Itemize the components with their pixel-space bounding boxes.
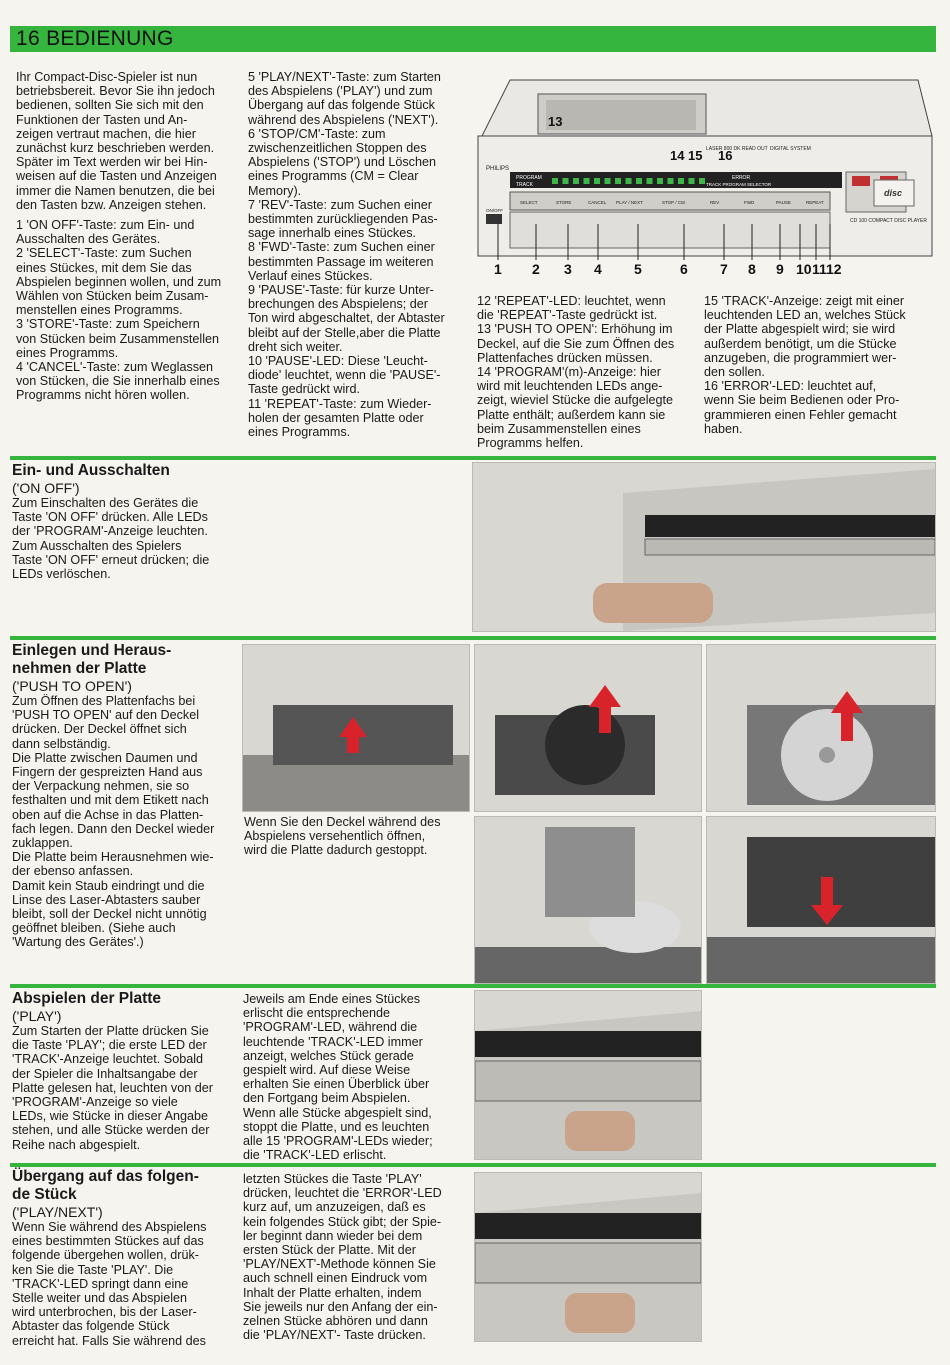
program-led xyxy=(657,178,663,184)
device-button-label: PAUSE xyxy=(776,200,791,205)
section-body: Zum Öffnen des Plattenfachs bei 'PUSH TO… xyxy=(12,694,215,950)
section-body: Zum Einschalten des Gerätes die Taste 'O… xyxy=(12,496,210,582)
photo-on-off xyxy=(472,462,936,632)
photo-push-open xyxy=(242,644,470,812)
track-label: TRACK xyxy=(516,182,534,188)
program-led xyxy=(604,178,611,184)
callout-number: 2 xyxy=(532,261,540,277)
program-led xyxy=(594,178,600,184)
program-led xyxy=(646,178,653,184)
section-subtitle: ('PLAY/NEXT') xyxy=(12,1204,103,1220)
section-body: Zum Starten der Platte drücken Sie die T… xyxy=(12,1024,213,1152)
program-led xyxy=(552,178,558,184)
section-rule xyxy=(10,636,936,640)
photo-insert-disc xyxy=(474,644,702,812)
device-button-label: STOP / CM xyxy=(662,200,685,205)
device-button-label: REV xyxy=(710,200,719,205)
device-button-label: PLAY / NEXT xyxy=(616,200,643,205)
page-number: 16 xyxy=(16,27,40,50)
section-next: Übergang auf das folgen- de Stück ('PLAY… xyxy=(12,1168,240,1348)
callout-number: 14 xyxy=(670,148,685,163)
section-rule xyxy=(10,456,936,460)
section-title: Übergang auf das folgen- de Stück xyxy=(12,1168,199,1203)
header-bar xyxy=(10,26,936,52)
program-led xyxy=(583,178,590,184)
section-on-off: Ein- und Ausschalten ('ON OFF') Zum Eins… xyxy=(12,462,240,581)
section-body: Wenn Sie während des Abspielens eines be… xyxy=(12,1220,207,1348)
section-next-body-2: letzten Stückes die Taste 'PLAY' drücken… xyxy=(243,1172,442,1343)
device-button-label: FWD xyxy=(744,200,755,205)
error-label: ERROR xyxy=(732,175,750,181)
callout-number: 12 xyxy=(826,261,842,277)
section-subtitle: ('PLAY') xyxy=(12,1008,62,1024)
section-title: Ein- und Ausschalten xyxy=(12,462,170,479)
photo-caption: Wenn Sie den Deckel während des Abspiele… xyxy=(244,815,441,858)
intro-paragraph: Ihr Compact-Disc-Spieler ist nun betrieb… xyxy=(16,70,217,212)
photo-lid-open xyxy=(474,816,702,984)
program-led xyxy=(667,178,674,184)
intro-items-15-16: 15 'TRACK'-Anzeige: zeigt mit einer leuc… xyxy=(704,294,906,436)
digital-label: DIGITAL SYSTEM xyxy=(770,146,811,152)
section-subtitle: ('ON OFF') xyxy=(12,480,80,496)
disc-logo: disc xyxy=(884,188,902,198)
callout-number: 8 xyxy=(748,261,756,277)
section-disc: Einlegen und Heraus- nehmen der Platte (… xyxy=(12,642,240,950)
program-led xyxy=(615,178,621,184)
callout-number: 1 xyxy=(494,261,502,277)
section-subtitle: ('PUSH TO OPEN') xyxy=(12,678,132,694)
callout-number: 3 xyxy=(564,261,572,277)
laser-label: LASER 800 DK READ OUT xyxy=(706,146,768,152)
model-label: CD 100 COMPACT DISC PLAYER xyxy=(850,218,927,224)
callout-number: 9 xyxy=(776,261,784,277)
program-led xyxy=(573,178,579,184)
section-play-body-2: Jeweils am Ende eines Stückes erlischt d… xyxy=(243,992,433,1163)
program-led xyxy=(699,178,705,184)
program-led xyxy=(562,178,569,184)
callout-number: 7 xyxy=(720,261,728,277)
page-heading: BEDIENUNG xyxy=(46,27,174,50)
page-title: 16 BEDIENUNG xyxy=(16,27,174,51)
program-led xyxy=(636,178,642,184)
callout-number: 15 xyxy=(688,148,702,163)
device-button-label: SELECT xyxy=(520,200,538,205)
program-led xyxy=(688,178,695,184)
section-title: Einlegen und Heraus- nehmen der Platte xyxy=(12,642,172,677)
photo-play xyxy=(474,990,702,1160)
program-label: PROGRAM xyxy=(516,175,542,181)
device-button-label: REPEAT xyxy=(806,200,824,205)
callout-number: 4 xyxy=(594,261,602,277)
photo-remove-disc xyxy=(706,644,936,812)
program-led xyxy=(678,178,684,184)
callout-number: 11 xyxy=(812,261,827,277)
callout-number: 16 xyxy=(718,148,732,163)
callout-number: 6 xyxy=(680,261,688,277)
device-button-label: CANCEL xyxy=(588,200,607,205)
selector-label: TRACK PROGRAM SELECTOR xyxy=(706,182,772,187)
intro-items-12-14: 12 'REPEAT'-LED: leuchtet, wenn die 'REP… xyxy=(477,294,675,451)
photo-close-lid xyxy=(706,816,936,984)
photo-next xyxy=(474,1172,702,1342)
intro-items-5-11: 5 'PLAY/NEXT'-Taste: zum Starten des Abs… xyxy=(248,70,445,440)
section-rule xyxy=(10,1163,936,1167)
cd-player-diagram: PHILIPS CD 100 COMPACT DISC PLAYER LASER… xyxy=(477,79,933,277)
program-led xyxy=(625,178,632,184)
device-button-label: STORE xyxy=(556,200,571,205)
callout-number: 10 xyxy=(796,261,812,277)
callout-number: 5 xyxy=(634,261,642,277)
section-title: Abspielen der Platte xyxy=(12,990,162,1007)
section-play: Abspielen der Platte ('PLAY') Zum Starte… xyxy=(12,990,240,1152)
callout-number: 13 xyxy=(548,114,562,129)
brand-label: PHILIPS xyxy=(486,166,509,172)
section-rule xyxy=(10,984,936,988)
intro-items-1-4: 1 'ON OFF'-Taste: zum Ein- und Ausschalt… xyxy=(16,218,222,403)
onoff-label: ON/OFF xyxy=(486,208,503,213)
